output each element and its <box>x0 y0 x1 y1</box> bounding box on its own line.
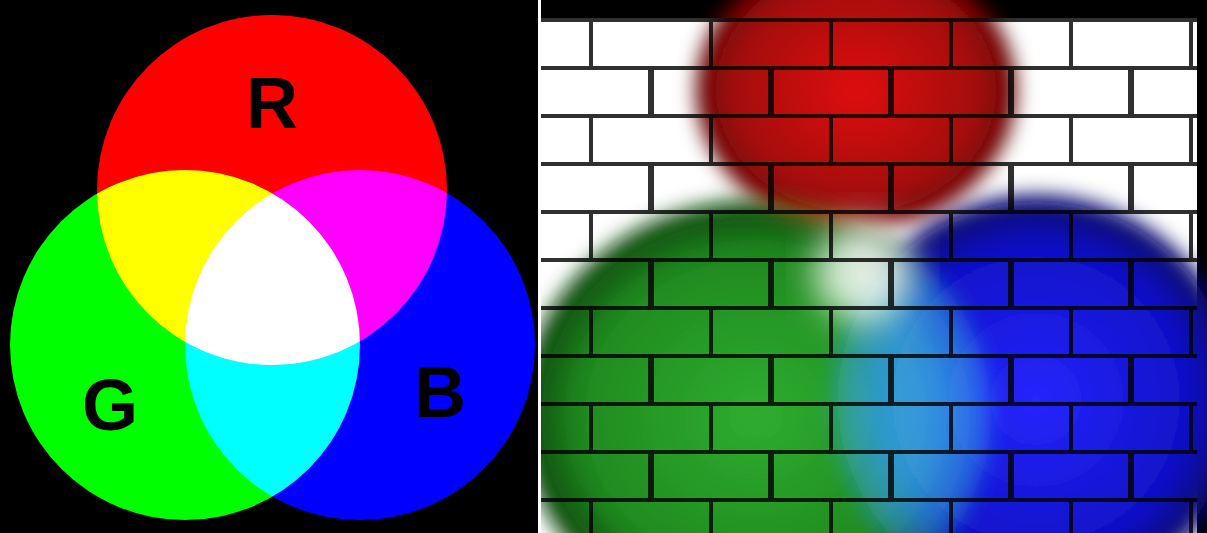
label-holder: R <box>246 67 298 139</box>
blue-light-circle: B <box>185 170 535 520</box>
channel-letter: R <box>246 67 298 139</box>
additive-venn-panel: R G B <box>0 0 538 533</box>
spotlight-photo-panel <box>541 0 1207 533</box>
light-disc <box>185 170 535 520</box>
panel-divider <box>538 0 541 533</box>
light-disc-shape <box>185 170 535 520</box>
label-holder: B <box>414 356 466 428</box>
spotlight-illustration <box>541 0 1207 533</box>
label-holder: G <box>82 369 138 441</box>
channel-letter: G <box>82 369 138 441</box>
channel-letter: B <box>414 356 466 428</box>
